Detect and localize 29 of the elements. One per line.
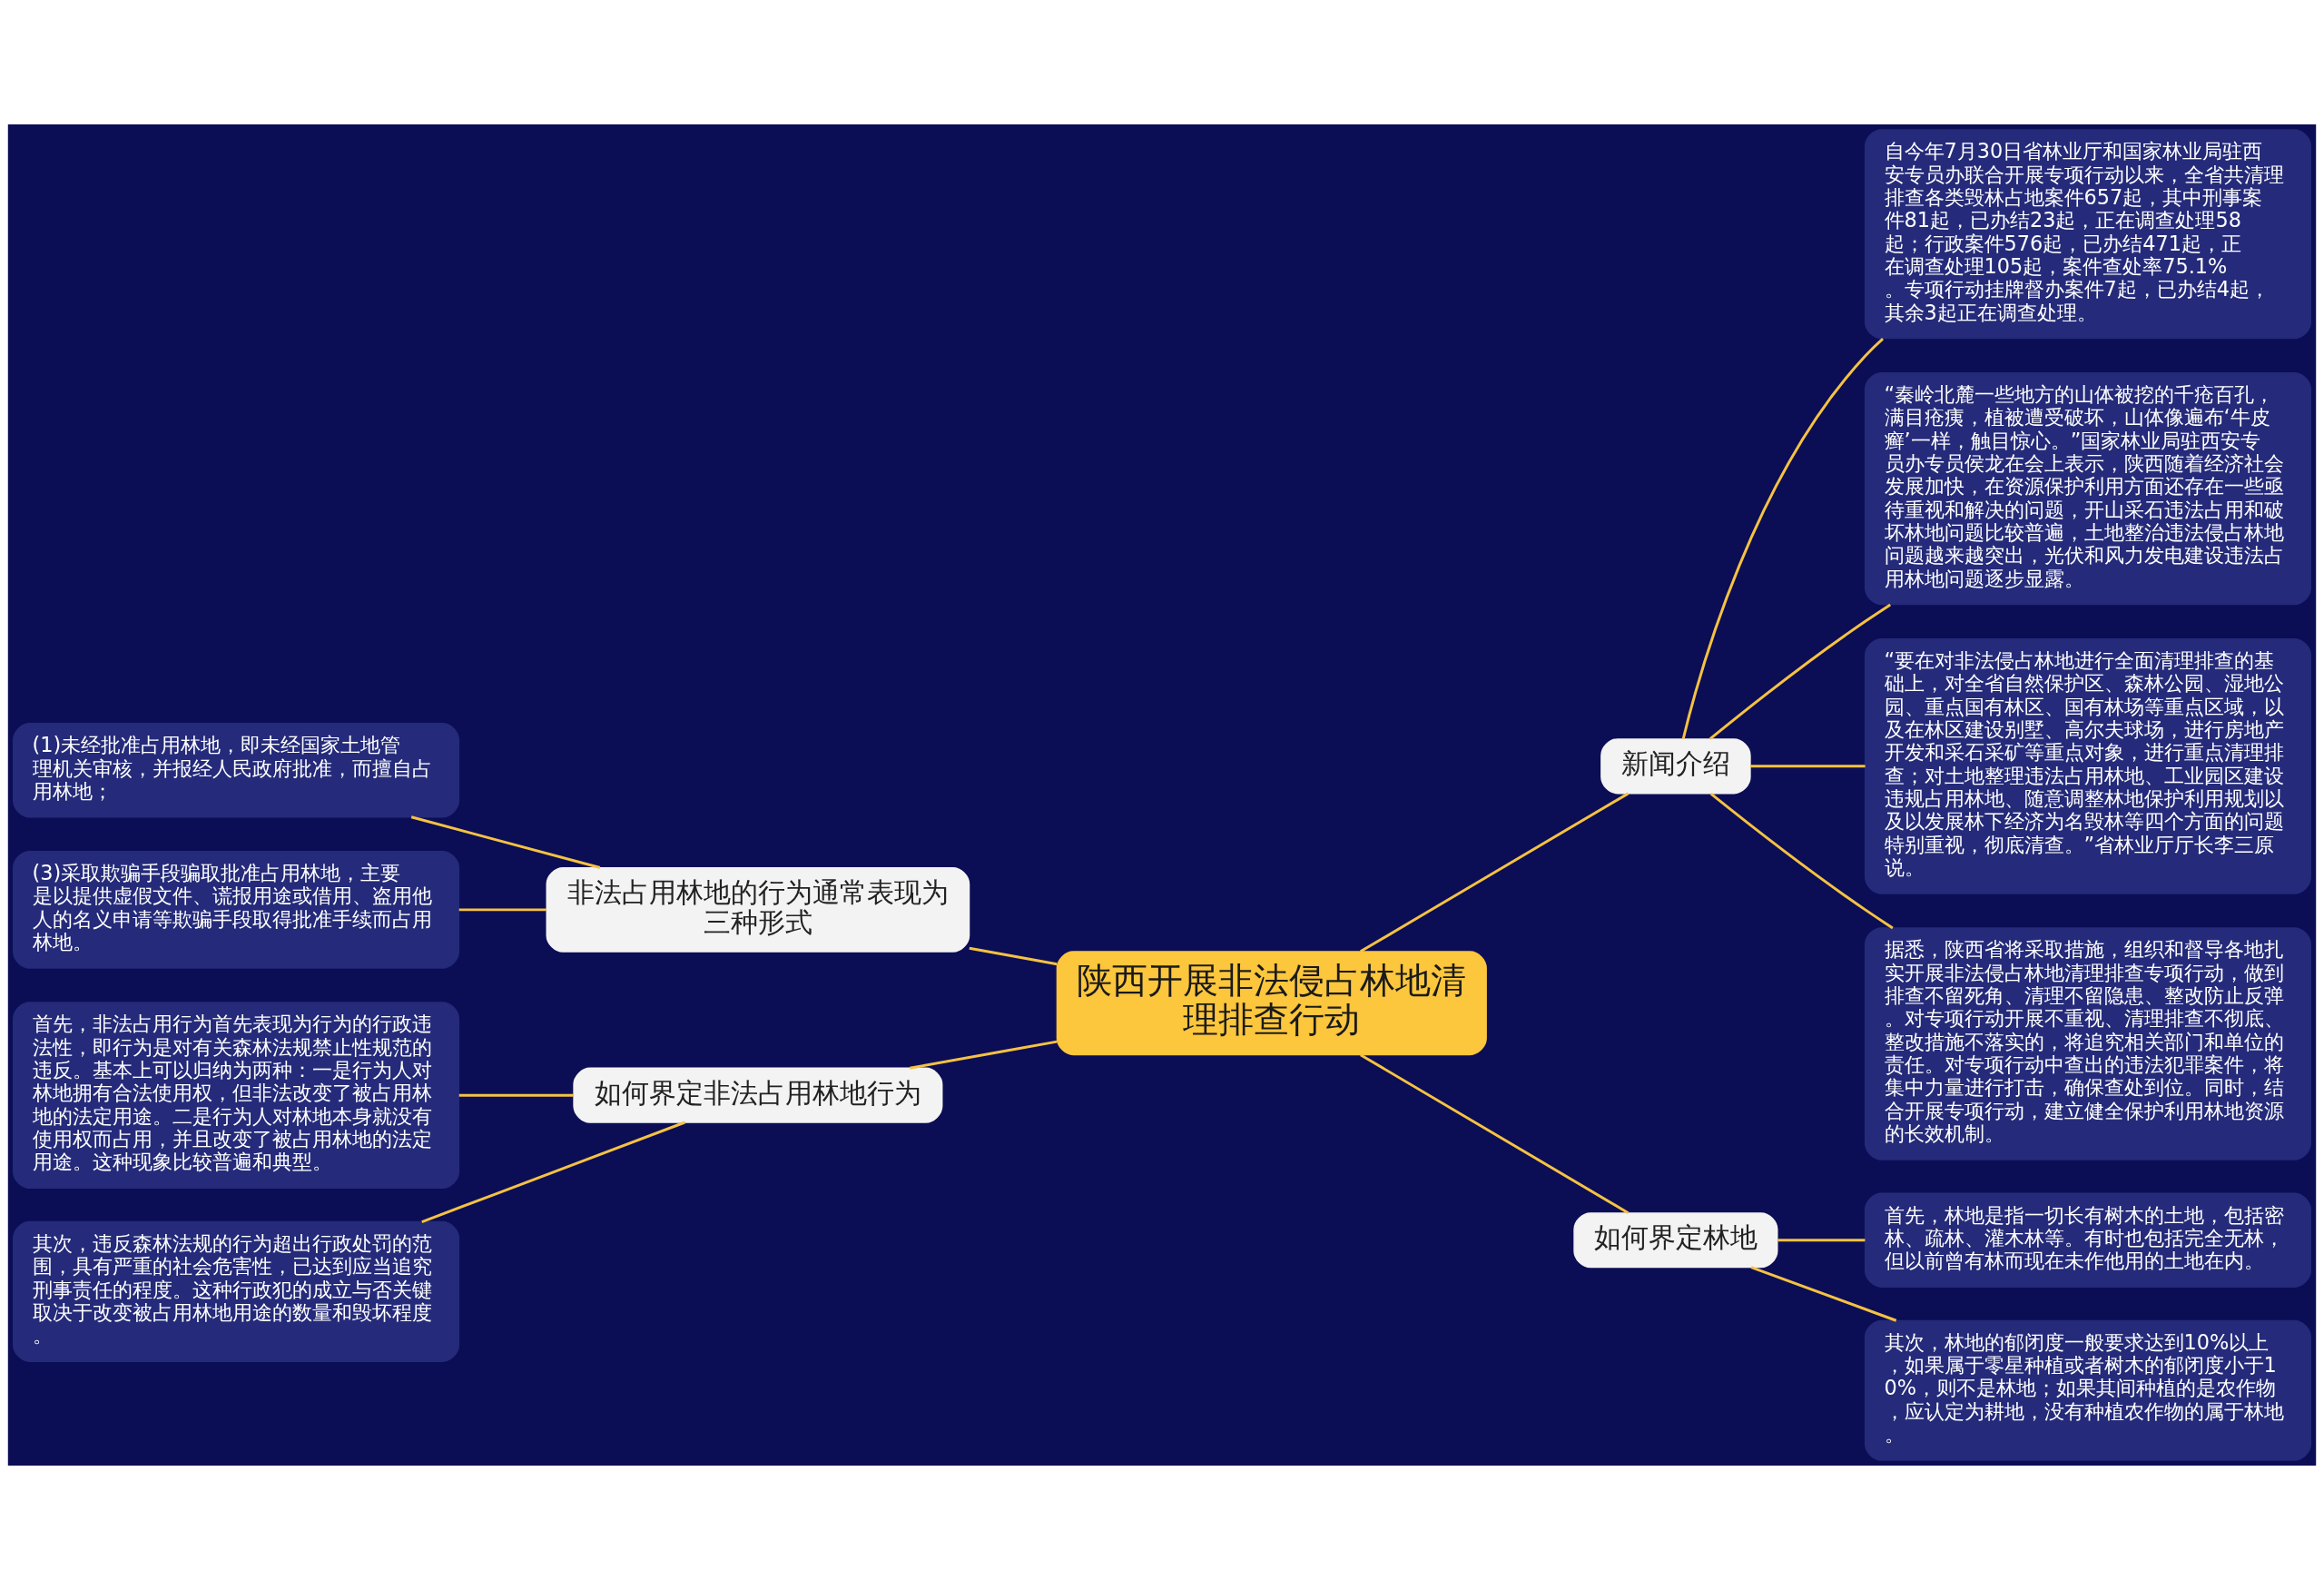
node-box: 新闻介绍 [1600,738,1751,795]
node-box: (1)未经批准占用林地，即未经国家土地管理机关审核，并报经人民政府批准，而擅自占用林地； [13,723,460,818]
node-box: (3)采取欺骗手段骗取批准占用林地，主要是以提供虚假文件、谎报用途或借用、盗用他人的名义申请等欺骗手段取得批准手续而占用林地。 [13,851,460,969]
connector [1750,1266,1897,1322]
connector [1709,793,1894,930]
connector [1777,1239,1866,1242]
node-box: 如何界定林地 [1573,1212,1778,1269]
connector [1360,792,1630,953]
connector [909,1040,1058,1070]
node-box: 首先，林地是指一切长有树木的土地，包括密林、疏林、灌木林等。有时也包括完全无林，但以前曾有林而现在未作他用的土地在内。 [1864,1192,2311,1288]
node-box: 首先，非法占用行为首先表现为行为的行政违法性，即行为是对有关森林法规禁止性规范的违反。基本上可以归纳为两种：一是行为人对林地拥有合法使用权，但非法改变了被占用林地的法定用途。二是行为人对林地本身就没有使用权而占用，并且改变了被占用林地的法定用途。这种现象比较普遍和典型。 [13,1002,460,1190]
node-box: 其次，违反森林法规的行为超出行政处罚的范围，具有严重的社会危害性，已达到应当追究刑事责任的程度。这种行政犯的成立与否关键取决于改变被占用林地用途的数量和毁坏程度。 [13,1220,460,1362]
connector [410,815,601,869]
node-box: 其次，林地的郁闭度一般要求达到10%以上，如果属于零星种植或者树木的郁闭度小于10%，则不是林地；如果其间种植的是农作物，应认定为耕地，没有种植农作物的属于林地。 [1864,1319,2311,1461]
connector [1709,603,1892,740]
node-box: “秦岭北麓一些地方的山体被挖的千疮百孔，满目疮痍，植被遭受破坏，山体像遍布‘牛皮癣’一样，触目惊心。”国家林业局驻西安专员办专员侯龙在会上表示，陕西随着经济社会发展加快，在资源保护利用方面还存在一些亟待重视和解决的问题，开山采石违法占用和破坏林地问题比较普遍，土地整治违法侵占林地问题越来越突出，光伏和风力发电建设违法占用林地问题逐步显露。 [1864,371,2311,606]
connector [421,1121,685,1223]
node-box: 非法占用林地的行为通常表现为三种形式 [546,866,970,953]
connector [1681,337,1885,740]
connector [1750,765,1866,768]
node-box: 如何界定非法占用林地行为 [573,1067,943,1123]
connector [458,908,547,912]
connector [458,1093,574,1097]
connector [1360,1053,1630,1214]
node-box: 自今年7月30日省林业厅和国家林业局驻西安专员办联合开展专项行动以来，全省共清理排查各类毁林占地案件657起，其中刑事案件81起，已办结23起，正在调查处理58起；行政案件576起，已办结471起，正在调查处理105起，案件查处率75.1%。专项行动挂牌督办案件7起，已办结4起，其余3起正在调查处理。 [1864,129,2311,340]
connector [969,946,1058,966]
node-box: 据悉，陕西省将采取措施，组织和督导各地扎实开展非法侵占林地清理排查专项行动，做到排查不留死角、清理不留隐患、整改防止反弹。对专项行动开展不重视、清理排查不彻底、整改措施不落实的，将追究相关部门和单位的责任。对专项行动中查出的违法犯罪案件，将集中力量进行打击，确保查处到位。同时，结合开展专项行动，建立健全保护利用林地资源的长效机制。 [1864,927,2311,1160]
node-box: 陕西开展非法侵占林地清理排查行动 [1056,951,1487,1056]
node-box: “要在对非法侵占林地进行全面清理排查的基础上，对全省自然保护区、森林公园、湿地公园、重点国有林区、国有林场等重点区域，以及在林区建设别墅、高尔夫球场，进行房地产开发和采石采矿等重点对象，进行重点清理排查；对土地整理违法占用林地、工业园区建设违规占用林地、随意调整林地保护利用规划以及以发展林下经济为名毁林等四个方面的问题特别重视，彻底清查。”省林业厅厅长李三原说。 [1864,637,2311,894]
